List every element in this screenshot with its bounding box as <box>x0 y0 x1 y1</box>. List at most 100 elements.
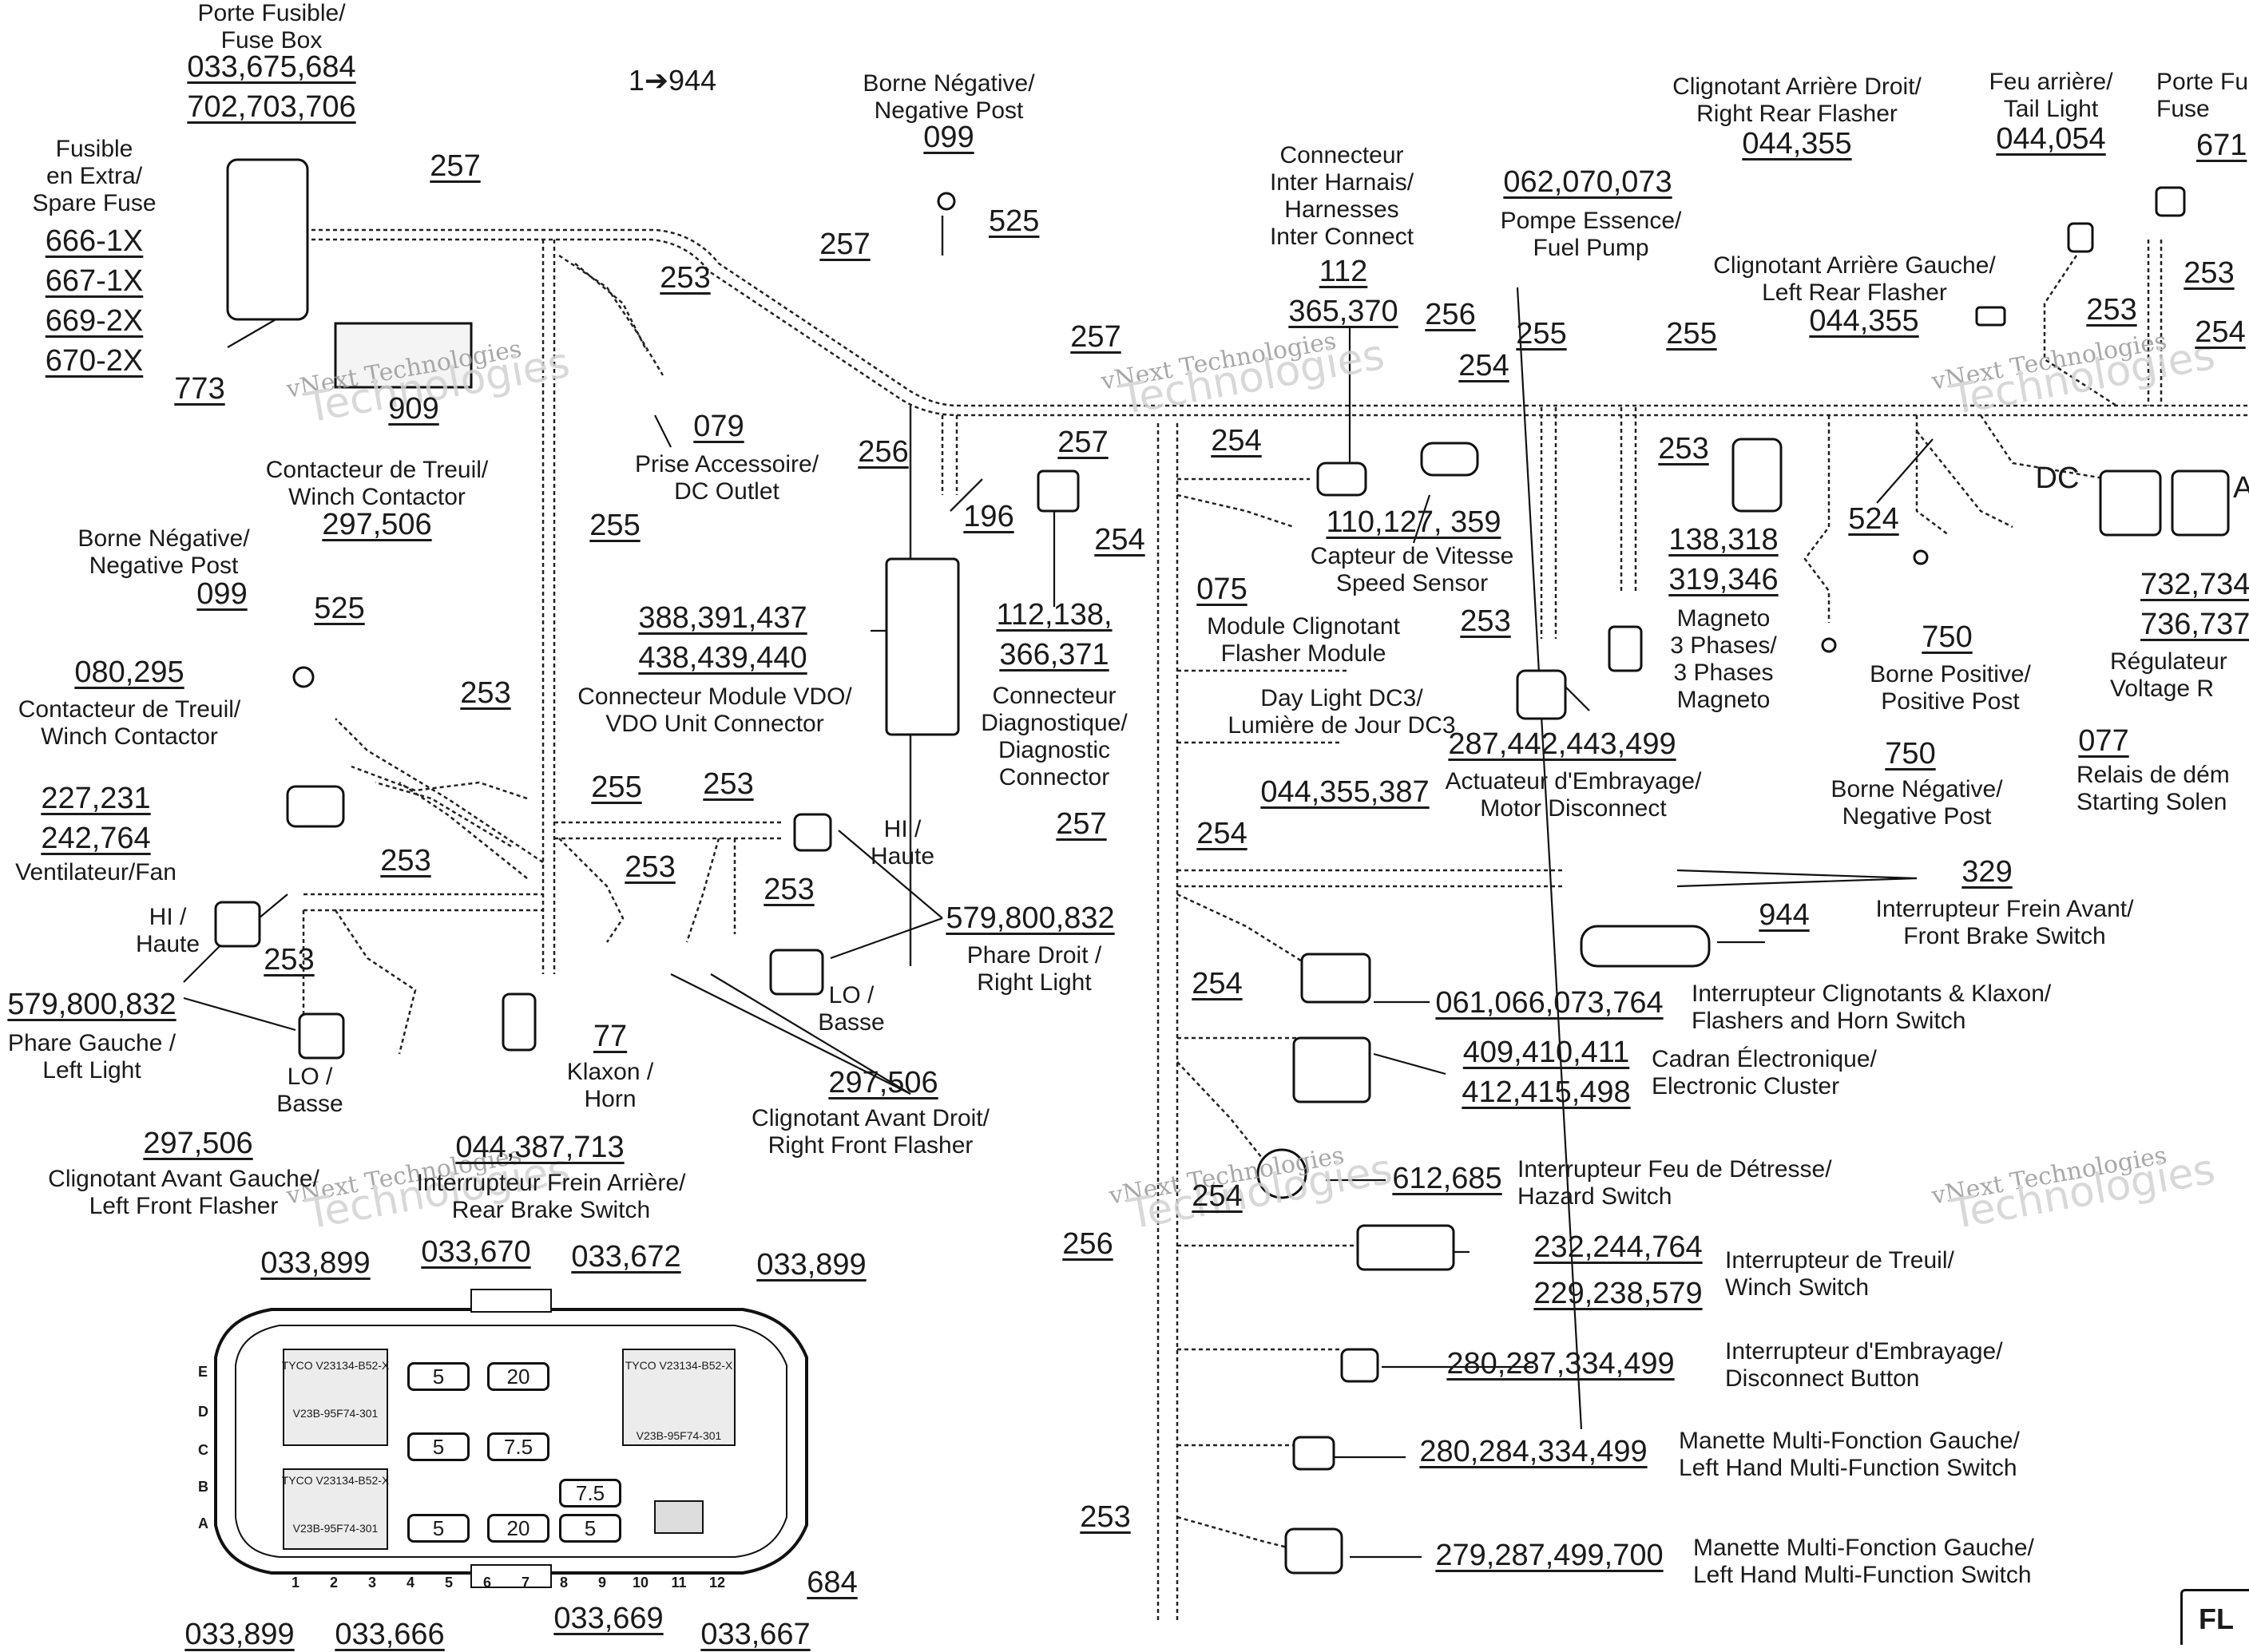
fuse-column-number: 1 <box>292 1575 299 1591</box>
spare-fuse-ref: 666-1X <box>46 224 144 259</box>
regulator-label: RégulateurVoltage R <box>2110 648 2227 703</box>
dc-label: DC <box>2036 465 2080 492</box>
fuse-slot: 5 <box>407 1362 470 1391</box>
relay-label: TYCO V23134-B52-X <box>625 1359 733 1372</box>
electronic-cluster-ref: 409,410,411 <box>1463 1035 1630 1070</box>
headlight-right-lo-label: LO /Basse <box>818 982 884 1036</box>
fuse-column-number: 9 <box>598 1575 606 1591</box>
rear-brake-switch-icon <box>503 994 535 1050</box>
vdo-connector-ref: 388,391,437 <box>638 600 807 636</box>
a-regulator-icon <box>2172 471 2228 535</box>
ref-684: 684 <box>807 1565 857 1600</box>
wire-label: 254 <box>2195 315 2245 350</box>
spare-fuse-ref: 667-1X <box>46 263 144 299</box>
fan-icon <box>288 786 343 826</box>
page-corner-tag: FL <box>2180 1589 2249 1645</box>
fan-ref: 227,231 <box>41 781 150 816</box>
regulator-ref: 736,737 <box>2140 607 2249 642</box>
fusebox-detail-ref: 033,899 <box>184 1617 294 1652</box>
fuse-column-number: 5 <box>445 1575 453 1591</box>
headlight-right-ref: 579,800,832 <box>946 901 1114 936</box>
disconnect-button-label: Interrupteur d'Embrayage/Disconnect Butt… <box>1725 1338 2003 1393</box>
harness-interconnect-icon <box>1318 463 1366 495</box>
fuse-column-number: 8 <box>560 1575 568 1591</box>
spare-fuse-ref: 670-2X <box>46 343 144 378</box>
fuse-slot: 7.5 <box>487 1432 549 1461</box>
wire-label: 253 <box>1080 1499 1130 1535</box>
tail-light-ref: 044,054 <box>1996 121 2105 156</box>
winch-contactor-top-label: Contacteur de Treuil/Winch Contactor <box>266 457 488 511</box>
disconnect-button-ref: 280,287,334,499 <box>1446 1346 1674 1381</box>
wire-label: 254 <box>1196 816 1247 851</box>
hazard-switch-ref: 612,685 <box>1392 1161 1501 1196</box>
wire-label: 253 <box>660 260 710 295</box>
harness-interconnect-label: ConnecteurInter Harnais/HarnessesInter C… <box>1270 142 1414 251</box>
front-brake-switch-label: Interrupteur Frein Avant/Front Brake Swi… <box>1876 896 2134 950</box>
fuse-row-letter: B <box>198 1479 208 1496</box>
neg-post-right-label: Borne Négative/Negative Post <box>1831 776 2002 830</box>
accessory-outlet-label: Prise Accessoire/DC Outlet <box>635 451 819 505</box>
wire-label: 253 <box>2184 256 2234 291</box>
vdo-connector-ref: 438,439,440 <box>638 640 807 675</box>
neg-post-left-ref: 099 <box>196 576 247 612</box>
speed-sensor-icon <box>1422 443 1478 475</box>
headlight-right-hi-icon <box>795 814 831 850</box>
fuse-row-letter: D <box>198 1404 208 1420</box>
front-flasher-left-label: Clignotant Avant Gauche/Left Front Flash… <box>48 1166 319 1220</box>
wire-label: 255 <box>1666 316 1716 351</box>
rear-brake-switch-ref: 044,387,713 <box>455 1130 624 1165</box>
winch-switch-ref: 229,238,579 <box>1533 1276 1702 1311</box>
fuse-column-number: 4 <box>407 1575 414 1591</box>
rear-brake-switch-label: Interrupteur Frein Arrière/Rear Brake Sw… <box>417 1170 686 1224</box>
diag-connector-label: ConnecteurDiagnostique/DiagnosticConnect… <box>981 683 1127 791</box>
fuse-slot: 5 <box>407 1432 470 1461</box>
fan-ref: 242,764 <box>41 821 150 856</box>
headlight-right-hi-label: HI /Haute <box>871 816 934 870</box>
winch-switch-icon <box>1358 1226 1454 1270</box>
electronic-cluster-label: Cadran Électronique/Electronic Cluster <box>1652 1046 1877 1100</box>
wire-label: 253 <box>460 675 510 711</box>
front-brake-switch-icon <box>1581 926 1709 966</box>
relay-label: TYCO V23134-B52-X <box>282 1474 390 1487</box>
fuse-box-ref-773: 773 <box>174 371 224 406</box>
fuse-column-number: 11 <box>671 1575 686 1591</box>
a-label: A <box>2233 474 2249 501</box>
wire-label: 253 <box>264 942 314 977</box>
left-rear-flasher-ref: 044,355 <box>1809 303 1918 339</box>
wire-label: 254 <box>1192 1179 1242 1214</box>
fuse-slot: 20 <box>487 1362 549 1391</box>
wire-label: 257 <box>1056 806 1106 842</box>
ref-524: 524 <box>1848 501 1898 537</box>
front-brake-switch-ref: 329 <box>1961 854 2012 889</box>
fuse-column-number: 3 <box>368 1575 376 1591</box>
wire-label: 253 <box>764 872 814 907</box>
fuse-right-label: Porte FuFuse <box>2156 69 2248 123</box>
tail-light-label: Feu arrière/Tail Light <box>1989 69 2112 123</box>
fuse-column-number: 2 <box>330 1575 338 1591</box>
magneto-label: Magneto3 Phases/3 PhasesMagneto <box>1670 605 1776 714</box>
right-rear-flasher-label: Clignotant Arrière Droit/Right Rear Flas… <box>1672 73 1922 128</box>
wire-label: 257 <box>430 149 480 184</box>
flasher-horn-switch-icon <box>1302 954 1370 1002</box>
magneto-icon <box>1733 439 1781 511</box>
ref-525-left: 525 <box>314 591 364 626</box>
fuse-column-number: 12 <box>709 1575 725 1591</box>
ref-944: 944 <box>1759 897 1809 933</box>
fuel-pump-label: Pompe Essence/Fuel Pump <box>1501 208 1682 262</box>
headlight-left-ref: 579,800,832 <box>7 987 176 1022</box>
lh-switch-2-ref: 279,287,499,700 <box>1435 1538 1663 1573</box>
lh-switch-1-ref: 280,284,334,499 <box>1419 1434 1647 1469</box>
ref-196: 196 <box>963 499 1013 534</box>
electronic-cluster-ref: 412,415,498 <box>1462 1075 1630 1110</box>
front-flasher-left-ref: 297,506 <box>143 1126 252 1161</box>
accessory-outlet-ref: 079 <box>693 409 744 444</box>
diag-connector-ref: 112,138, <box>996 597 1112 632</box>
headlight-left-lo-icon <box>299 1014 343 1058</box>
fuse-row-letter: A <box>198 1515 208 1532</box>
headlight-left-hi-icon <box>216 902 260 946</box>
range-label: 1➔944 <box>629 67 716 94</box>
motor-disconnect-label: Actuateur d'Embrayage/Motor Disconnect <box>1446 768 1702 822</box>
lh-switch-2-label: Manette Multi-Fonction Gauche/Left Hand … <box>1693 1535 2034 1589</box>
wire-label: 256 <box>1062 1226 1113 1262</box>
